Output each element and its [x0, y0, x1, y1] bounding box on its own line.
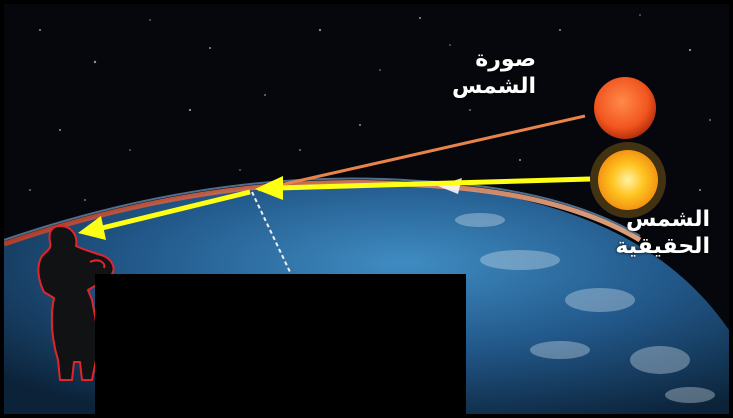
arrowhead-icon [78, 216, 106, 240]
atmosphere-haze [3, 177, 641, 241]
occlusion-box [95, 274, 466, 414]
earth-clouds [455, 213, 715, 403]
arrowhead-icon [255, 176, 283, 200]
normal-line [251, 191, 291, 273]
apparent-sun-label-line2: الشمس [451, 74, 536, 99]
apparent-sun-label: صورة الشمس [436, 46, 536, 100]
incoming-ray [277, 176, 591, 191]
apparent-sight-line [257, 114, 586, 192]
real-sun-label-line2: الحقيقية [615, 234, 710, 259]
apparent-sun [594, 77, 656, 139]
stars [29, 14, 711, 201]
apparent-sun-label-line1: صورة [475, 47, 536, 72]
real-sun-label: الشمس الحقيقية [570, 206, 710, 260]
real-sun [598, 150, 658, 210]
real-sun-label-line1: الشمس [625, 207, 710, 232]
refracted-ray [101, 189, 251, 231]
